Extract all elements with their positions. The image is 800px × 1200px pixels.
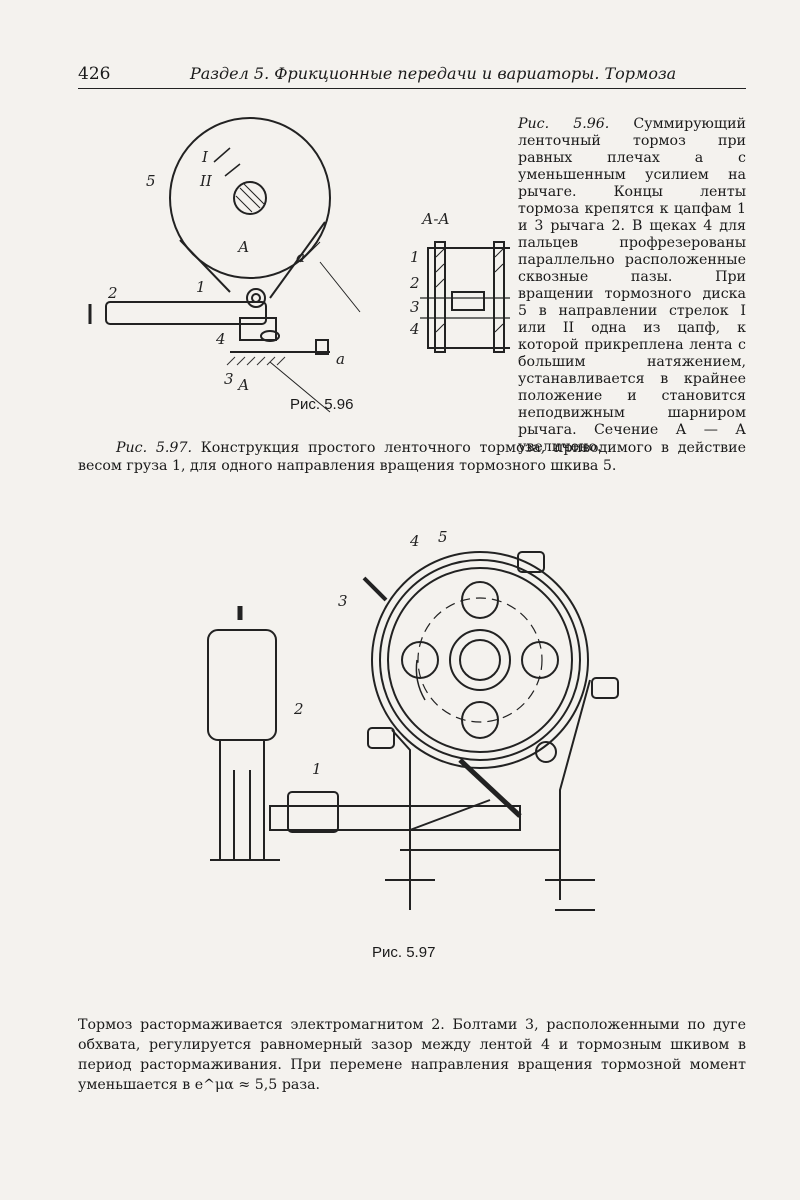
fig97-callout-4: 4 <box>409 532 420 550</box>
page-number: 426 <box>78 64 111 84</box>
fig96-section-callout-1: 1 <box>410 248 420 266</box>
fig96-callout-2: 2 <box>107 284 118 302</box>
fig96-section-callout-4: 4 <box>409 320 420 338</box>
fig96-callout-3: 3 <box>224 370 234 388</box>
fig96-callout-A-bottom: А <box>237 376 249 394</box>
fig96-callout-II: II <box>199 172 213 190</box>
fig97-callout-3: 3 <box>338 592 348 610</box>
fig97-callout-5: 5 <box>438 530 448 546</box>
body-paragraph: Тормоз растормаживается электромагнитом … <box>78 1017 746 1093</box>
figure-5-97-label: Рис. 5.97 <box>372 944 436 961</box>
caption97-text: Конструкция простого ленточного тормоза,… <box>78 440 747 474</box>
figure-5-96-caption: Рис. 5.96. Суммирующий ленточный тормоз … <box>518 116 746 456</box>
fig96-callout-a-top: а <box>296 248 305 266</box>
page-header: 426 Раздел 5. Фрикционные передачи и вар… <box>78 58 746 89</box>
caption96-text: Суммирующий ленточный тормоз при равных … <box>518 116 747 455</box>
fig96-callout-5: 5 <box>146 172 156 190</box>
fig96-callout-I: I <box>201 148 209 166</box>
caption96-lead: Рис. 5.96. <box>518 116 610 132</box>
fig96-section-callout-2: 2 <box>409 274 420 292</box>
fig96-callout-1: 1 <box>196 278 206 296</box>
fig96-callout-A-top: А <box>237 238 249 256</box>
figure-5-96-drawing: А-А 5 I II А а а 1 2 3 4 А 1 2 3 4 <box>88 117 510 413</box>
running-head: Раздел 5. Фрикционные передачи и вариато… <box>190 64 677 83</box>
fig96-section-label: А-А <box>421 210 450 228</box>
fig96-callout-4: 4 <box>215 330 226 348</box>
figure-5-97-drawing: 4 5 3 2 1 <box>207 530 619 911</box>
fig96-callout-a-bottom: а <box>336 350 345 368</box>
fig96-section-callout-3: 3 <box>410 298 420 316</box>
fig97-callout-2: 2 <box>293 700 304 718</box>
fig97-callout-1: 1 <box>312 760 322 778</box>
figure-5-96-label: Рис. 5.96 <box>290 396 354 413</box>
caption97-lead: Рис. 5.97. <box>116 440 192 456</box>
figure-5-97-caption: Рис. 5.97. Конструкция простого ленточно… <box>78 439 746 475</box>
